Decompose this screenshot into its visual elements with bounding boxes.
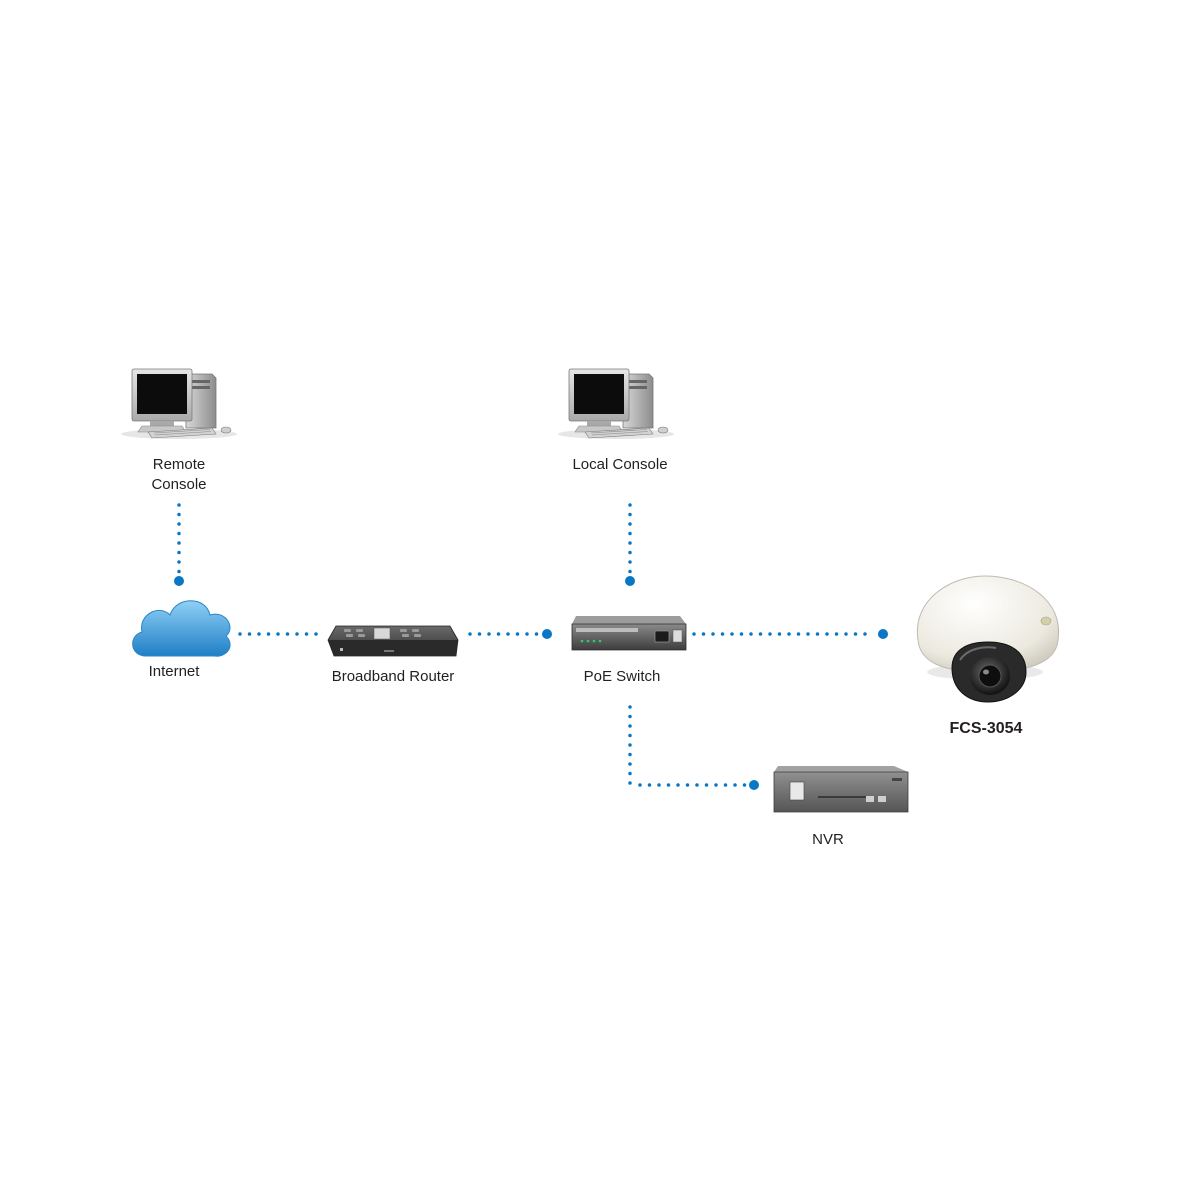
broadband-router-icon bbox=[327, 625, 459, 657]
link-local-switch bbox=[625, 503, 635, 586]
remote-console-label-line1: Remote bbox=[152, 456, 206, 473]
poe-switch-label: PoE Switch bbox=[583, 668, 661, 685]
remote-console-computer-icon bbox=[121, 368, 237, 439]
poe-switch-icon bbox=[571, 616, 687, 651]
internet-label: Internet bbox=[148, 663, 200, 680]
dome-camera-icon bbox=[916, 575, 1060, 703]
remote-console-label-line2: Console bbox=[151, 476, 207, 493]
local-console-computer-icon bbox=[558, 368, 674, 439]
link-router-switch bbox=[468, 629, 552, 639]
internet-cloud-icon bbox=[132, 600, 231, 657]
remote-console-label: Remote Console bbox=[124, 455, 234, 495]
nvr-icon bbox=[773, 766, 909, 813]
link-remote-internet bbox=[174, 503, 184, 586]
nvr-label: NVR bbox=[812, 831, 844, 848]
link-switch-camera bbox=[692, 629, 888, 639]
broadband-router-label: Broadband Router bbox=[331, 668, 455, 685]
camera-model-label: FCS-3054 bbox=[949, 720, 1023, 737]
link-switch-nvr bbox=[628, 705, 759, 790]
local-console-label: Local Console bbox=[572, 456, 668, 473]
